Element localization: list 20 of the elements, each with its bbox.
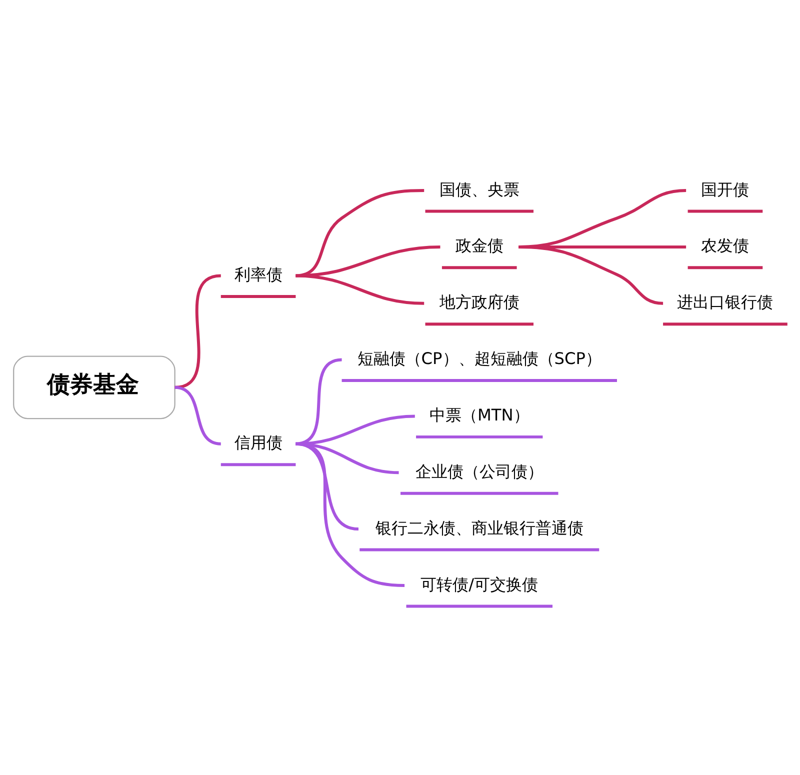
connector: [295, 442, 404, 586]
node-text: 国开债: [700, 179, 749, 198]
connector: [174, 385, 221, 445]
node-text: 进出口银行债: [676, 292, 773, 312]
node-box: 债券基金: [12, 355, 175, 419]
node-text: 银行二永债、商业银行普通债: [374, 518, 583, 537]
connector: [295, 274, 424, 304]
node-text: 中票（MTN）: [428, 404, 529, 424]
node-text: 农发债: [700, 236, 749, 255]
connector: [294, 358, 342, 445]
node-text: 地方政府债: [438, 292, 519, 312]
node-text: 利率债: [234, 264, 282, 284]
node-text: 短融债（CP）、超短融债（SCP）: [356, 348, 601, 368]
node-text: 信用债: [234, 432, 282, 452]
connector: [518, 244, 663, 304]
connector: [295, 244, 440, 277]
node-text: 企业债（公司债）: [414, 461, 543, 480]
node-text: 政金债: [454, 236, 503, 255]
node-text: 国债、央票: [438, 179, 519, 198]
node-text: 可转债/可交换债: [420, 574, 538, 594]
